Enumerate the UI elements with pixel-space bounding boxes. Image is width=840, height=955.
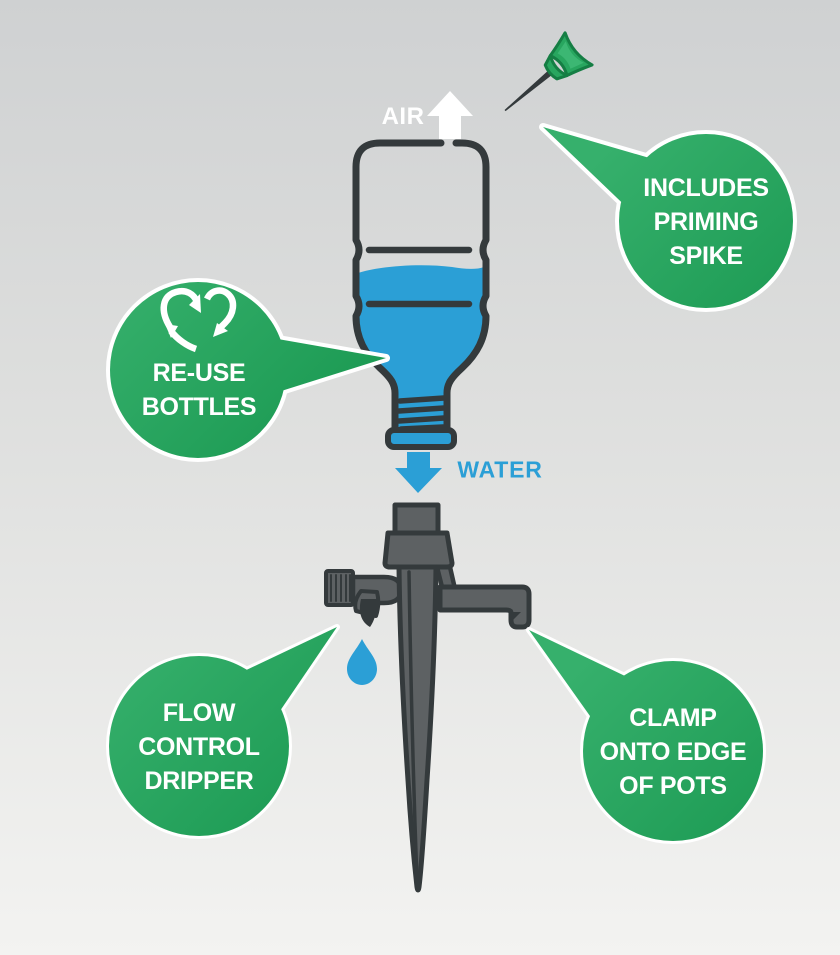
water-drop-icon [347,639,377,685]
callout-priming-spike [539,123,797,312]
bottle [352,139,490,450]
flow-control-text: FLOW CONTROL DRIPPER [138,699,260,795]
air-label: AIR [381,103,425,130]
spike-shading-line [407,570,419,884]
callout-clamp-pots [526,627,766,844]
clamp-arm-notch [511,612,521,622]
device-inlet-stub [392,502,441,537]
spike-body [396,564,439,893]
arrow-up-icon [427,91,473,139]
knob-ribs [330,574,351,602]
water-label: WATER [457,456,543,483]
callout-flow-control [106,624,340,839]
device-collar [382,530,455,570]
pushpin-icon [504,31,594,112]
bottle-water [358,265,484,446]
bottle-outline [352,139,490,435]
reuse-bottles-text: RE-USE BOTTLES [141,359,257,421]
callout-reuse-bottles [106,278,390,462]
dripper-tooth [359,599,378,627]
recycle-heart-icon [160,287,237,353]
bottle-thread [396,405,447,414]
clamp-arm [437,584,532,630]
bottle-thread [396,415,447,424]
clamp-pots-text: CLAMP ONTO EDGE OF POTS [599,704,747,800]
bottle-thread [397,395,447,404]
priming-spike-text: INCLUDES PRIMING SPIKE [643,174,769,270]
spike-device [324,502,532,893]
bottle-lip [385,427,457,450]
arrow-down-icon [395,452,442,493]
bottle-thread [398,424,446,432]
